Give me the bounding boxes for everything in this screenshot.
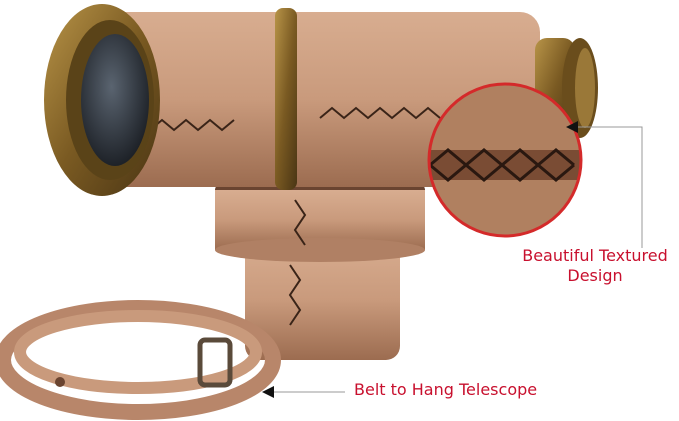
texture-callout-line bbox=[578, 126, 643, 248]
belt-buckle bbox=[197, 337, 233, 388]
texture-zoom-circle bbox=[427, 82, 583, 238]
texture-callout-line2: Design bbox=[567, 266, 623, 285]
texture-callout-line1: Beautiful Textured bbox=[522, 246, 668, 265]
telescope-objective-lens bbox=[44, 4, 160, 196]
texture-callout: Beautiful Textured Design bbox=[505, 246, 679, 286]
leather-belt bbox=[0, 300, 281, 420]
texture-arrowhead-icon bbox=[566, 121, 578, 133]
belt-callout: Belt to Hang Telescope bbox=[354, 380, 538, 399]
belt-arrowhead-icon bbox=[262, 386, 274, 398]
